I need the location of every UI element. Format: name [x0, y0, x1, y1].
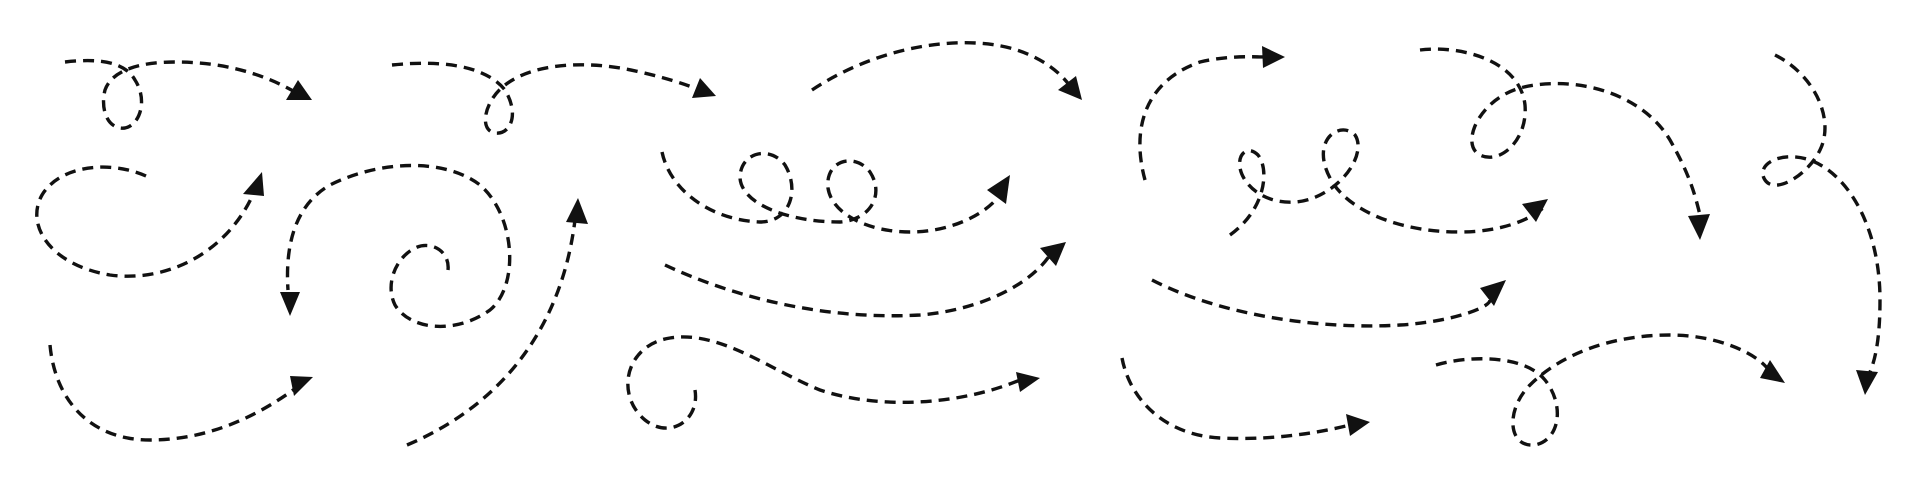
- dashed-loop-arrow-icon: [1435, 333, 1785, 447]
- dashed-loop-arrow-icon: [391, 61, 716, 135]
- dashed-curved-arrow-icon: [811, 41, 1082, 100]
- dashed-loop-arrow-icon: [1761, 53, 1882, 395]
- dashed-curved-arrow-icon: [35, 165, 264, 278]
- dashed-curved-arrow-icon: [48, 344, 313, 442]
- dashed-curved-arrow-icon: [1120, 357, 1370, 441]
- dashed-spiral-arrow-icon: [280, 163, 512, 329]
- dashed-curved-arrow-icon: [1138, 46, 1285, 181]
- dashed-curved-arrow-icon: [660, 151, 1010, 234]
- dashed-curved-arrow-icon: [1419, 47, 1710, 240]
- dashed-curved-arrow-icon: [406, 198, 588, 447]
- dashed-double-loop-arrow-icon: [664, 242, 1066, 318]
- dashed-curved-arrow-icon: [1229, 128, 1548, 237]
- dashed-curved-arrow-icon: [626, 335, 1040, 430]
- dashed-double-loop-arrow-icon: [1151, 278, 1506, 328]
- dashed-loop-arrow-icon: [64, 58, 312, 130]
